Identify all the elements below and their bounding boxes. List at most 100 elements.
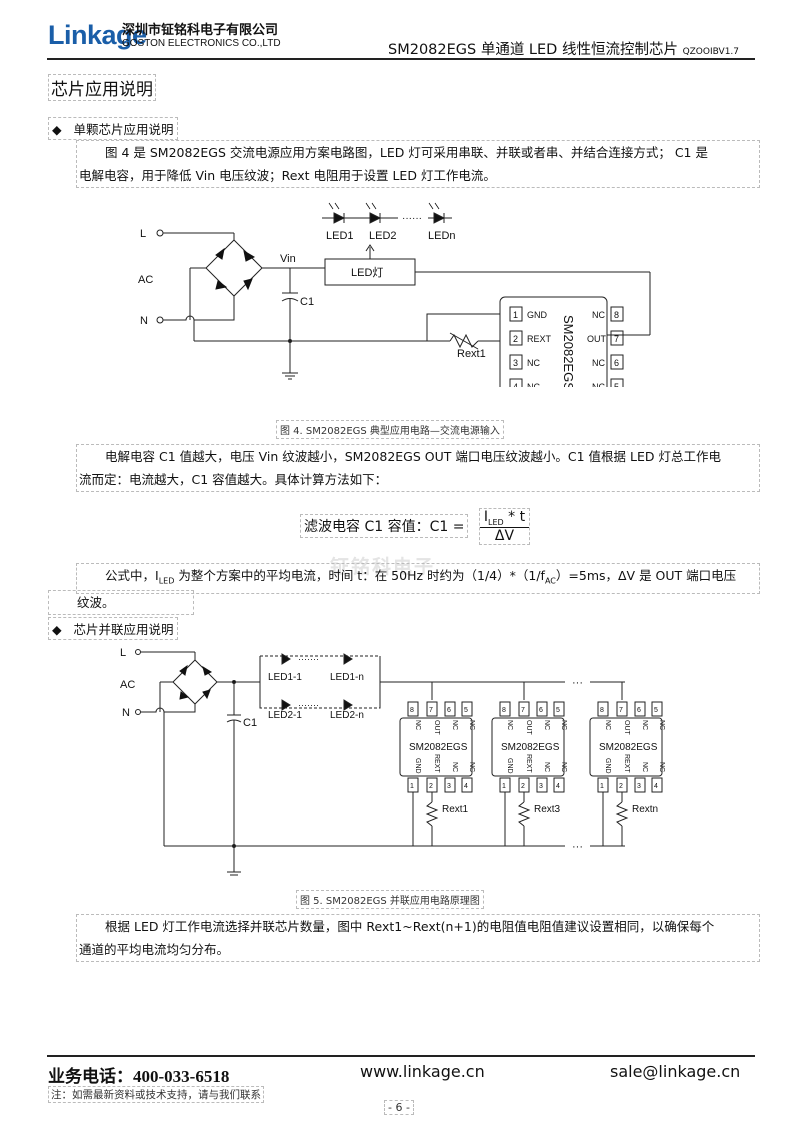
- pin-name: NC: [543, 720, 550, 730]
- pin-name: NC: [543, 762, 550, 772]
- chip-label: SM2082EGS: [599, 742, 658, 753]
- label-LED2-n: LED2-n: [330, 710, 364, 721]
- label-N: N: [122, 707, 130, 719]
- pin-num: 7: [614, 334, 619, 344]
- terminal-L: [135, 649, 141, 655]
- label-Rext1: Rext1: [457, 348, 486, 360]
- label-LED2: LED2: [369, 230, 397, 242]
- pin-name: NC: [468, 720, 475, 730]
- label-L: L: [120, 647, 126, 659]
- label-AC: AC: [120, 679, 135, 691]
- pin-name: NC: [451, 720, 458, 730]
- figure-4-circuit: L AC N Vin C1 LED灯: [138, 202, 651, 387]
- pin-name: REXT: [623, 754, 630, 773]
- pin-num: 1: [513, 310, 518, 320]
- text-sub: LED: [158, 576, 175, 586]
- pin-num: 1: [410, 783, 414, 790]
- text-span: 公式中，I: [105, 568, 159, 583]
- pin-num: 8: [410, 707, 414, 714]
- formula-denominator: ΔV: [494, 527, 515, 544]
- pin-num: 3: [539, 783, 543, 790]
- pin-name: NC: [604, 720, 611, 730]
- pin-num: 5: [556, 707, 560, 714]
- page-number: - 6 -: [384, 1100, 414, 1115]
- pin-num: 5: [614, 382, 619, 387]
- label-C1: C1: [300, 296, 314, 308]
- text-sub: AC: [544, 576, 556, 586]
- terminal-N: [156, 316, 164, 324]
- pin-num: 5: [654, 707, 658, 714]
- email-link[interactable]: sale@linkage.cn: [610, 1062, 741, 1081]
- pin-name: NC: [560, 720, 567, 730]
- formula-I: I: [483, 509, 489, 525]
- svg-text:······: ······: [402, 213, 422, 224]
- company-name-cn: 深圳市钲铭科电子有限公司: [122, 23, 279, 38]
- pin-num: 6: [447, 707, 451, 714]
- pin-name: NC: [414, 720, 421, 730]
- text-span: 为整个方案中的平均电流，时间 t：在 50Hz 时约为（1/4）*（1/f: [174, 568, 545, 583]
- pin-name: GND: [604, 758, 611, 774]
- parallel-heading: ◆ 芯片并联应用说明: [48, 617, 178, 640]
- formula-sub: LED: [488, 517, 504, 527]
- formula-explanation: 公式中，ILED 为整个方案中的平均电流，时间 t：在 50Hz 时约为（1/4…: [76, 563, 760, 594]
- svg-text:·······: ·······: [298, 654, 319, 664]
- heading-text: 单颗芯片应用说明: [73, 122, 174, 137]
- svg-text:···: ···: [572, 677, 583, 689]
- pin-num: 2: [521, 783, 525, 790]
- pin-num: 8: [502, 707, 506, 714]
- heading-text: 芯片并联应用说明: [73, 622, 174, 637]
- pin-num: 6: [539, 707, 543, 714]
- text-span: ）=5ms，ΔV 是 OUT 端口电压: [555, 568, 737, 583]
- label-LED1-n: LED1-n: [330, 672, 364, 683]
- led-string: ······: [322, 202, 452, 224]
- document-title: SM2082EGS 单通道 LED 线性恒流控制芯片 QZOOIBV1.7: [388, 38, 739, 59]
- bridge-rectifier: [172, 659, 218, 705]
- footer-note: 注：如需最新资料或技术支持，请与我们联系: [48, 1086, 264, 1103]
- pin-name: NC: [527, 358, 540, 368]
- website-link[interactable]: www.linkage.cn: [360, 1062, 485, 1081]
- pin-num: 8: [600, 707, 604, 714]
- bridge-rectifier: [205, 239, 263, 297]
- pin-num: 3: [513, 358, 518, 368]
- para-line: 流而定：电流越大，C1 容值越大。具体计算方法如下：: [79, 472, 388, 487]
- capacitor-formula: 滤波电容 C1 容值：C1 = ILED * t ΔV: [300, 508, 531, 545]
- pin-name: OUT: [623, 720, 630, 736]
- pin-num: 1: [502, 783, 506, 790]
- figure-5-circuit: L AC N C1 ······· ······· LED1-1 LED1-n …: [120, 647, 665, 876]
- bullet-icon: ◆: [52, 122, 62, 137]
- document-title-text: SM2082EGS 单通道 LED 线性恒流控制芯片: [388, 42, 678, 58]
- pin-name: NC: [592, 310, 605, 320]
- pin-num: 7: [521, 707, 525, 714]
- pin-name: NC: [592, 358, 605, 368]
- pin-name: NC: [641, 762, 648, 772]
- para-line: 图 4 是 SM2082EGS 交流电源应用方案电路图，LED 灯可采用串联、并…: [105, 145, 708, 160]
- pin-name: NC: [451, 762, 458, 772]
- terminal-N: [135, 709, 141, 715]
- footer-rule: [47, 1055, 755, 1057]
- pin-num: 8: [614, 310, 619, 320]
- svg-text:·······: ·······: [298, 700, 319, 710]
- figure-5-caption: 图 5. SM2082EGS 并联应用电路原理图: [296, 890, 484, 909]
- para-line: 纹波。: [77, 595, 115, 610]
- pin-name: REXT: [527, 334, 552, 344]
- chip-label: SM2082EGS: [409, 742, 468, 753]
- para-line: 电解电容 C1 值越大，电压 Vin 纹波越小，SM2082EGS OUT 端口…: [105, 449, 721, 464]
- label-Rext: Rext3: [534, 804, 561, 815]
- label-N: N: [140, 315, 148, 327]
- business-phone: 业务电话：400-033-6518: [48, 1067, 230, 1086]
- bullet-icon: ◆: [52, 622, 62, 637]
- pin-num: 4: [654, 783, 658, 790]
- company-logo: Linkage: [48, 20, 147, 50]
- pin-num: 4: [464, 783, 468, 790]
- pin-name: NC: [468, 762, 475, 772]
- pin-num: 1: [600, 783, 604, 790]
- section-title: 芯片应用说明: [48, 74, 156, 101]
- formula-rest: * t: [503, 509, 526, 525]
- single-chip-paragraph: 图 4 是 SM2082EGS 交流电源应用方案电路图，LED 灯可采用串联、并…: [76, 140, 760, 188]
- company-name-en: GOSTON ELECTRONICS CO.,LTD: [122, 38, 281, 49]
- parallel-paragraph: 根据 LED 灯工作电流选择并联芯片数量，图中 Rext1~Rext(n+1)的…: [76, 914, 760, 962]
- terminal-L: [156, 229, 164, 237]
- formula-explanation-tail: 纹波。: [48, 590, 194, 615]
- capacitor-paragraph: 电解电容 C1 值越大，电压 Vin 纹波越小，SM2082EGS OUT 端口…: [76, 444, 760, 492]
